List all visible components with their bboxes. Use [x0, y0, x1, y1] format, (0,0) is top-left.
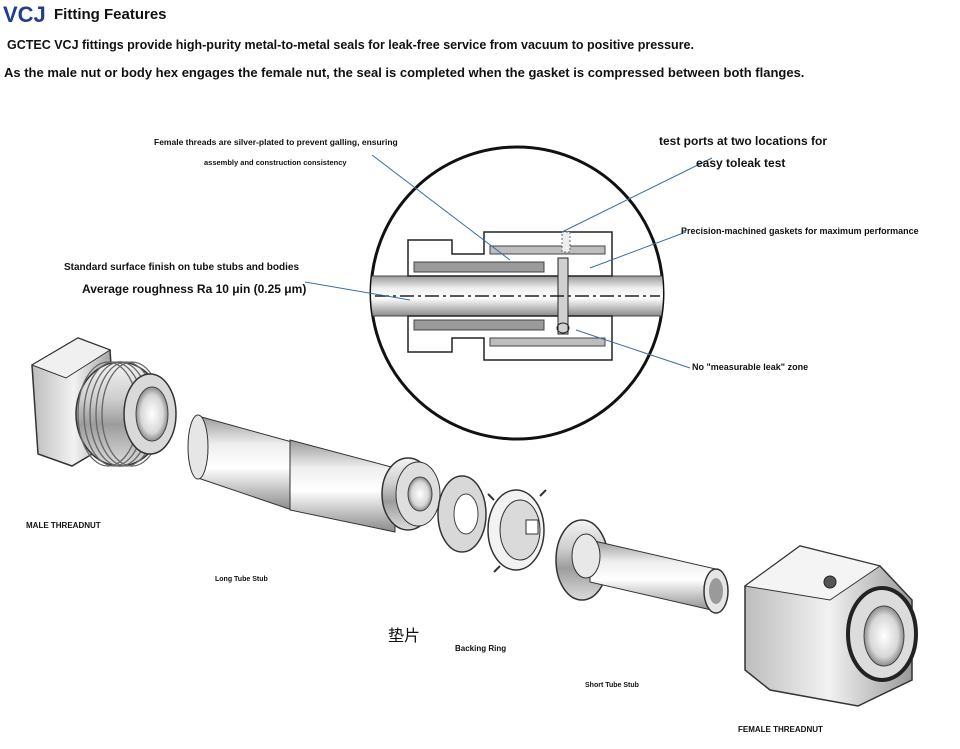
- callout-gaskets: Precision-machined gaskets for maximum p…: [681, 226, 919, 236]
- backing-ring-part: [487, 489, 547, 573]
- label-backing-ring: Backing Ring: [455, 644, 507, 653]
- callout-leak-zone: No "measurable leak" zone: [692, 362, 809, 372]
- callout-surface-line1: Standard surface finish on tube stubs an…: [64, 262, 300, 273]
- label-long-tube-stub: Long Tube Stub: [215, 576, 268, 583]
- long-tube-stub-part: [187, 414, 441, 533]
- callout-leaders: [304, 154, 713, 369]
- callout-female-threads-line1: Female threads are silver-plated to prev…: [154, 137, 398, 147]
- cross-section-detail: [369, 145, 665, 441]
- label-short-tube-stub: Short Tube Stub: [585, 682, 639, 689]
- intro-line-1: GCTEC VCJ fittings provide high-purity m…: [7, 38, 694, 52]
- male-threadnut-part: [30, 337, 177, 467]
- brand-logo-text: VCJ: [3, 2, 46, 27]
- page-title: Fitting Features: [54, 6, 167, 23]
- gasket-part: [437, 475, 487, 553]
- label-gasket: 垫片: [388, 626, 421, 645]
- intro-line-2: As the male nut or body hex engages the …: [4, 65, 805, 80]
- callout-surface-line2: Average roughness Ra 10 μin (0.25 μm): [82, 282, 307, 296]
- callout-test-ports-line1: test ports at two locations for: [659, 134, 828, 148]
- female-threadnut-part: [743, 545, 918, 707]
- callout-female-threads-line2: assembly and construction consistency: [204, 158, 347, 167]
- short-tube-stub-part: [555, 519, 729, 614]
- label-female-threadnut: FEMALE THREADNUT: [738, 725, 823, 734]
- label-male-threadnut: MALE THREADNUT: [26, 521, 101, 530]
- callout-test-ports-line2: easy toleak test: [696, 156, 786, 170]
